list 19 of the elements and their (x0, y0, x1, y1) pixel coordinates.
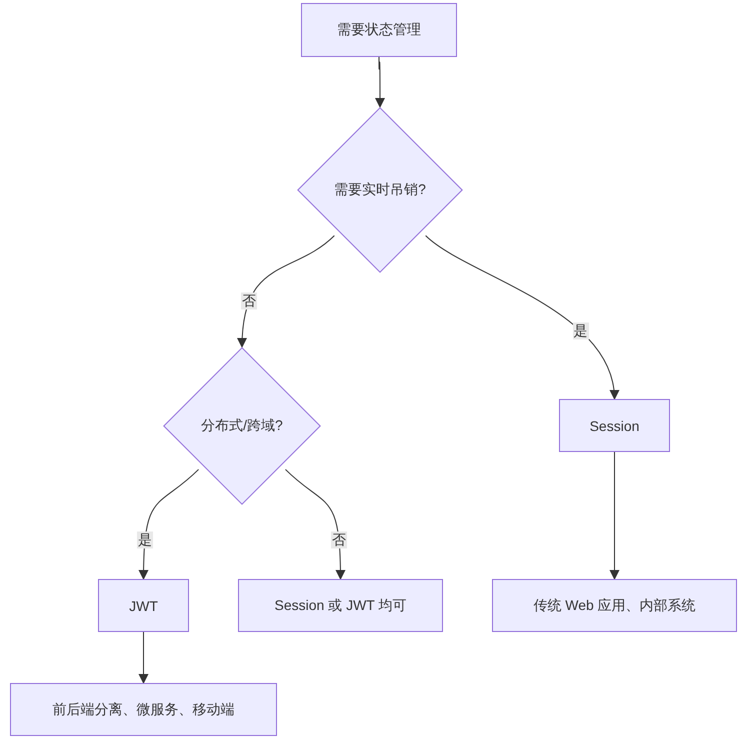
decision-diamond: 分布式/跨域? (163, 347, 321, 505)
arrow (138, 468, 200, 580)
arrow (284, 468, 346, 580)
process-box: 需要状态管理 (301, 3, 457, 57)
process-box: Session 或 JWT 均可 (238, 579, 443, 632)
edge-label: 否 (330, 531, 347, 548)
arrow (610, 452, 620, 580)
edge-label: 是 (572, 322, 589, 340)
edge-label: 否 (241, 292, 258, 310)
arrow (237, 235, 335, 348)
arrow (138, 632, 148, 684)
process-box: Session (559, 399, 670, 452)
process-box: 前后端分离、微服务、移动端 (10, 683, 277, 736)
arrow (425, 235, 618, 400)
edge-label: 是 (137, 531, 154, 548)
decision-diamond: 需要实时吊销? (297, 107, 463, 273)
process-box: JWT (98, 579, 189, 632)
process-box: 传统 Web 应用、内部系统 (492, 579, 737, 632)
arrow (375, 56, 385, 108)
